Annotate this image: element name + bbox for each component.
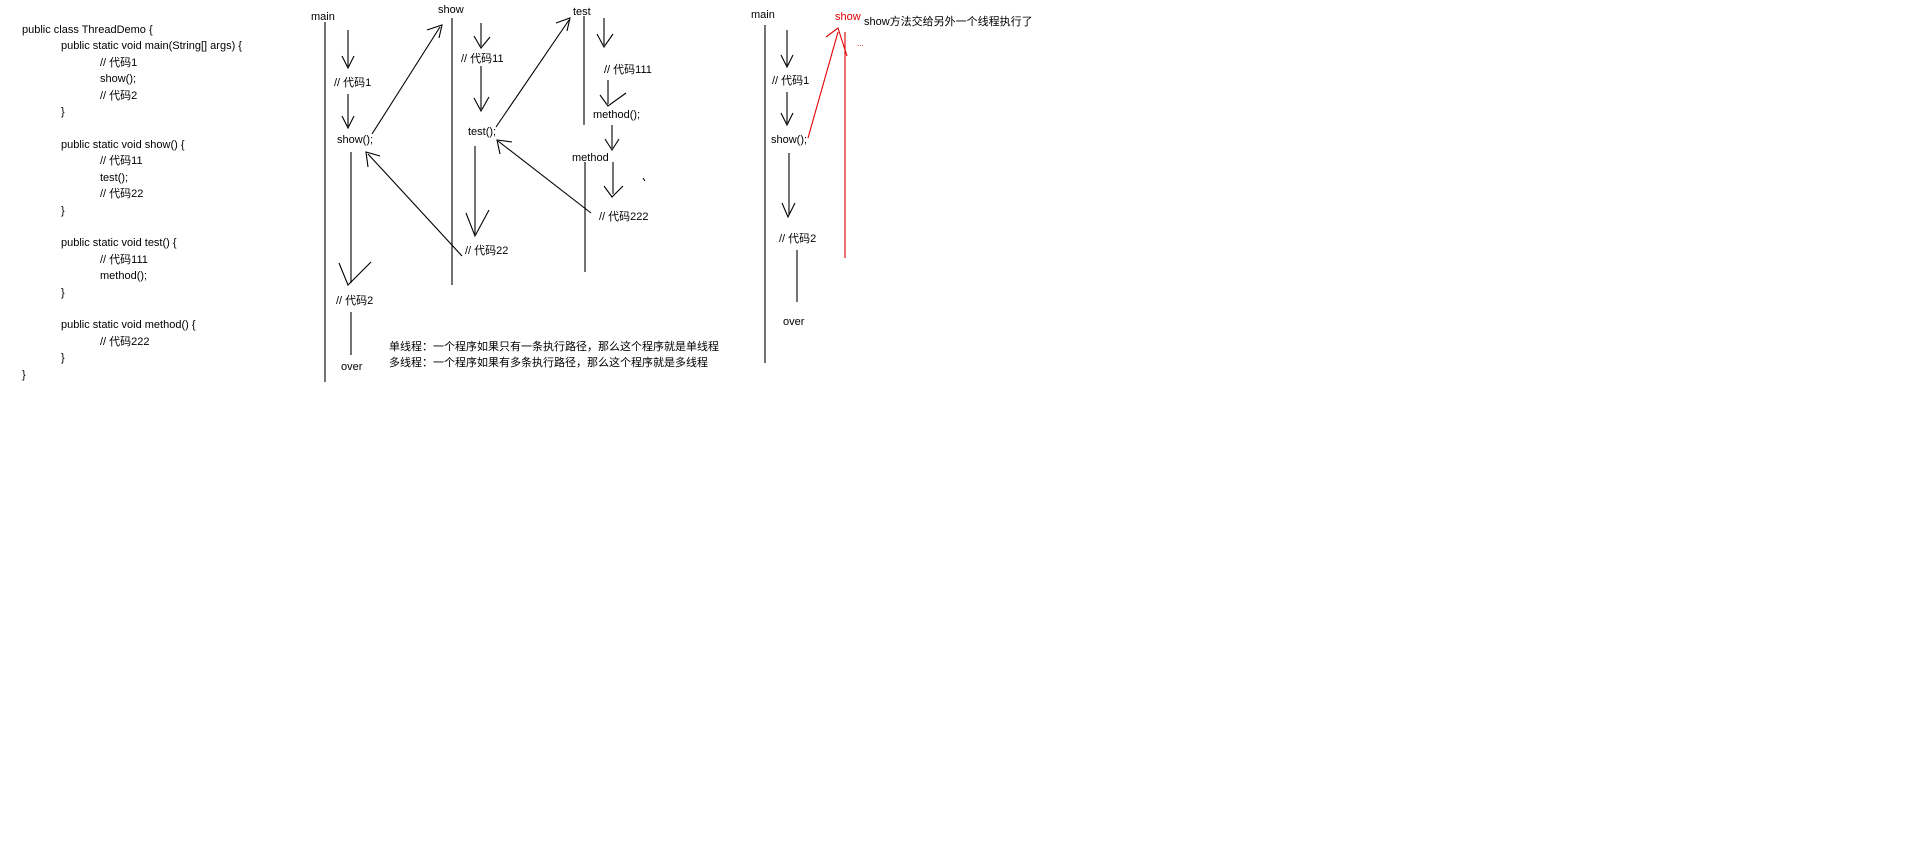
call-arrow-show-to-test	[495, 19, 570, 128]
single-thread-labels: main show test method // 代码1 show(); // …	[311, 4, 719, 373]
code-line: }	[22, 369, 26, 381]
main-code2-label: // 代码2	[336, 294, 373, 307]
single-thread-diagram	[324, 16, 646, 382]
main-label: main	[311, 11, 335, 23]
arrowhead	[599, 92, 627, 107]
spawn-arrow-main-to-show-thread	[807, 31, 839, 139]
arrowhead	[465, 209, 490, 238]
test-code111-label: // 代码111	[604, 63, 652, 76]
arrowhead	[341, 115, 355, 130]
show-thread-note: show方法交给另外一个线程执行了	[864, 14, 1033, 28]
arrowhead	[825, 27, 848, 57]
call-arrow-main-to-show	[371, 26, 441, 135]
main-over-label: over	[341, 361, 363, 373]
code-line: public static void method() {	[61, 319, 196, 331]
arrowhead	[596, 33, 614, 49]
code-line: show();	[100, 73, 137, 85]
show-thread-label: show	[835, 11, 861, 23]
arrowhead	[365, 151, 381, 168]
multi-thread-labels: main show show方法交给另外一个线程执行了 ... // 代码1 s…	[751, 9, 1033, 328]
code-line: // 代码11	[100, 155, 143, 167]
multi-thread-diagram	[764, 25, 798, 363]
main-code1-label: // 代码1	[334, 76, 371, 89]
code-line: public static void show() {	[61, 139, 185, 151]
code-line: method();	[100, 270, 148, 282]
ellipsis-mark: ...	[857, 39, 864, 48]
code-line: // 代码1	[100, 57, 138, 69]
show-code22-label: // 代码22	[465, 244, 508, 257]
stray-mark	[642, 177, 646, 182]
arrowhead	[473, 96, 490, 113]
multi-thread-definition: 多线程：一个程序如果有多条执行路径，那么这个程序就是多线程	[389, 355, 708, 369]
main-over-label-2: over	[783, 316, 805, 328]
main-label-2: main	[751, 9, 775, 21]
show-code11-label: // 代码11	[461, 52, 504, 65]
arrowhead	[780, 54, 794, 69]
code-line: // 代码111	[100, 254, 148, 266]
code-line: public class ThreadDemo {	[22, 24, 153, 36]
arrowhead	[496, 139, 513, 155]
test-call-method-label: method();	[593, 109, 640, 121]
code-line: }	[61, 205, 65, 217]
return-arrow-show-to-main	[367, 153, 463, 257]
code-line: // 代码222	[100, 336, 150, 348]
code-line: }	[61, 287, 65, 299]
arrowhead	[604, 138, 620, 152]
arrowhead	[473, 35, 491, 49]
method-label: method	[572, 152, 609, 164]
code-line: public static void main(String[] args) {	[61, 40, 242, 52]
arrowhead	[426, 24, 443, 39]
code-line: }	[61, 106, 65, 118]
code-line: // 代码22	[100, 188, 144, 200]
new-thread-red	[807, 27, 848, 258]
arrowhead	[555, 17, 571, 32]
return-arrow-method-to-show	[497, 140, 592, 214]
main-call-show-label: show();	[337, 134, 373, 146]
arrowhead	[338, 261, 372, 286]
single-thread-definition: 单线程：一个程序如果只有一条执行路径，那么这个程序就是单线程	[389, 339, 719, 353]
arrowhead	[603, 185, 624, 198]
show-call-test-label: test();	[468, 126, 496, 138]
code-line: test();	[100, 172, 129, 184]
test-label: test	[573, 6, 591, 18]
show-label: show	[438, 4, 464, 16]
main-code1-label-2: // 代码1	[772, 74, 809, 87]
arrowhead	[780, 112, 794, 127]
code-line: // 代码2	[100, 90, 138, 102]
code-line: public static void test() {	[61, 237, 177, 249]
code-line: }	[61, 352, 65, 364]
arrowhead	[341, 55, 355, 70]
method-code222-label: // 代码222	[599, 210, 649, 223]
main-code2-label-2: // 代码2	[779, 232, 816, 245]
main-call-show-label-2: show();	[771, 134, 807, 146]
arrowhead	[781, 202, 796, 219]
